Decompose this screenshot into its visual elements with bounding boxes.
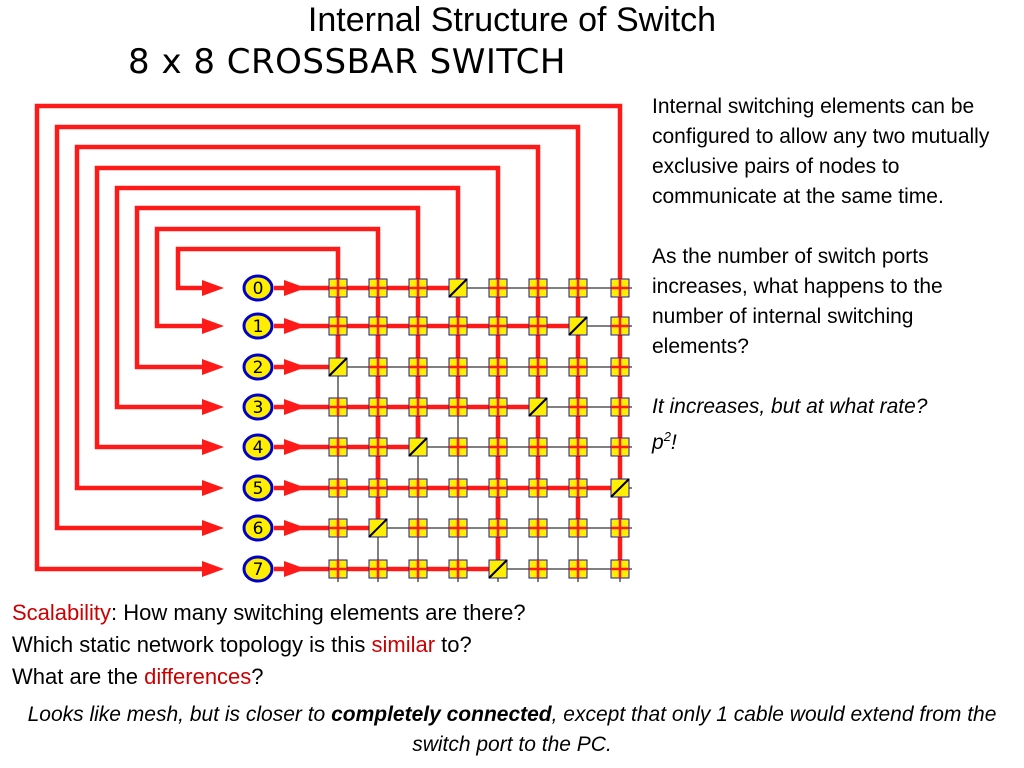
answer-base: p	[652, 431, 664, 454]
port-label: 6	[253, 519, 264, 539]
arrow-in-icon	[202, 561, 224, 577]
similar-label: similar	[371, 632, 436, 657]
switching-elements	[328, 278, 630, 579]
side-paragraph-1: Internal switching elements can be confi…	[652, 95, 990, 208]
completely-connected-label: completely connected	[331, 703, 552, 726]
switch-diagonal	[368, 518, 388, 538]
arrow-out-icon	[284, 318, 306, 334]
output-loop-wire	[94, 165, 501, 569]
port-circle	[242, 393, 274, 421]
port-label: 2	[253, 358, 264, 378]
output-loop-wire	[54, 124, 581, 531]
output-loop-wire	[175, 246, 341, 367]
port-circle	[242, 312, 274, 340]
side-paragraph-2: As the number of switch ports increases,…	[652, 245, 943, 358]
side-answer: p2!	[652, 422, 1014, 458]
switch-diagonal	[328, 357, 348, 377]
closing-post: , except that only 1 cable would extend …	[412, 703, 997, 756]
switch-diagonal	[448, 278, 468, 298]
port-label: 1	[253, 317, 264, 337]
port-label: 7	[253, 560, 264, 580]
arrow-in-icon	[202, 318, 224, 334]
switch-diagonal	[408, 437, 428, 457]
switch-diagonal	[568, 316, 588, 336]
switch-diagonal	[488, 559, 508, 579]
switch-diagonal	[528, 397, 548, 417]
question-1: Scalability: How many switching elements…	[12, 597, 1012, 629]
port-circle	[242, 433, 274, 461]
discussion-questions: Scalability: How many switching elements…	[12, 597, 1012, 693]
port-circle	[242, 274, 274, 302]
closing-statement: Looks like mesh, but is closer to comple…	[10, 700, 1014, 760]
output-loop-wire	[114, 185, 461, 410]
question-2: Which static network topology is this si…	[12, 629, 1012, 661]
question-2-pre: Which static network topology is this	[12, 632, 372, 657]
output-loop-wire	[34, 103, 623, 572]
arrow-in-icon	[202, 399, 224, 415]
question-1-text: : How many switching elements are there?	[111, 600, 526, 625]
arrow-out-icon	[284, 280, 306, 296]
switch-diagonal	[610, 478, 630, 498]
port-circle	[242, 514, 274, 542]
arrow-out-icon	[284, 359, 306, 375]
arrow-in-icon	[202, 280, 224, 296]
diagram-subtitle: 8 x 8 CROSSBAR SWITCH	[128, 42, 566, 82]
side-paragraph-3: It increases, but at what rate?	[652, 395, 928, 418]
question-3-pre: What are the	[12, 664, 145, 689]
arrow-in-icon	[202, 480, 224, 496]
arrow-in-icon	[202, 359, 224, 375]
port-label: 3	[253, 398, 264, 418]
port-circle	[242, 353, 274, 381]
arrow-in-icon	[202, 439, 224, 455]
question-3-post: ?	[251, 664, 264, 689]
scalability-label: Scalability	[12, 600, 112, 625]
closing-pre: Looks like mesh, but is closer to	[27, 703, 332, 726]
port-label: 4	[253, 438, 264, 458]
answer-suffix: !	[670, 431, 677, 454]
differences-label: differences	[144, 664, 252, 689]
answer-exponent: 2	[663, 429, 671, 444]
question-2-post: to?	[435, 632, 472, 657]
question-3: What are the differences?	[12, 661, 1012, 693]
port-circle	[242, 555, 274, 583]
output-loop-wire	[74, 144, 541, 491]
crossbar-diagram: 0 1 2 3 4 5 6 7	[34, 103, 632, 583]
routing-wires	[34, 103, 623, 572]
port-column: 0 1 2 3 4 5 6 7	[202, 274, 306, 583]
arrow-in-icon	[202, 520, 224, 536]
port-label: 5	[253, 479, 264, 499]
port-circle	[242, 474, 274, 502]
side-explanation: Internal switching elements can be confi…	[652, 92, 1014, 458]
arrow-out-icon	[284, 439, 306, 455]
arrow-out-icon	[284, 520, 306, 536]
arrow-out-icon	[284, 399, 306, 415]
arrow-out-icon	[284, 561, 306, 577]
arrow-out-icon	[284, 480, 306, 496]
page-title: Internal Structure of Switch	[307, 1, 717, 39]
port-label: 0	[253, 279, 264, 299]
